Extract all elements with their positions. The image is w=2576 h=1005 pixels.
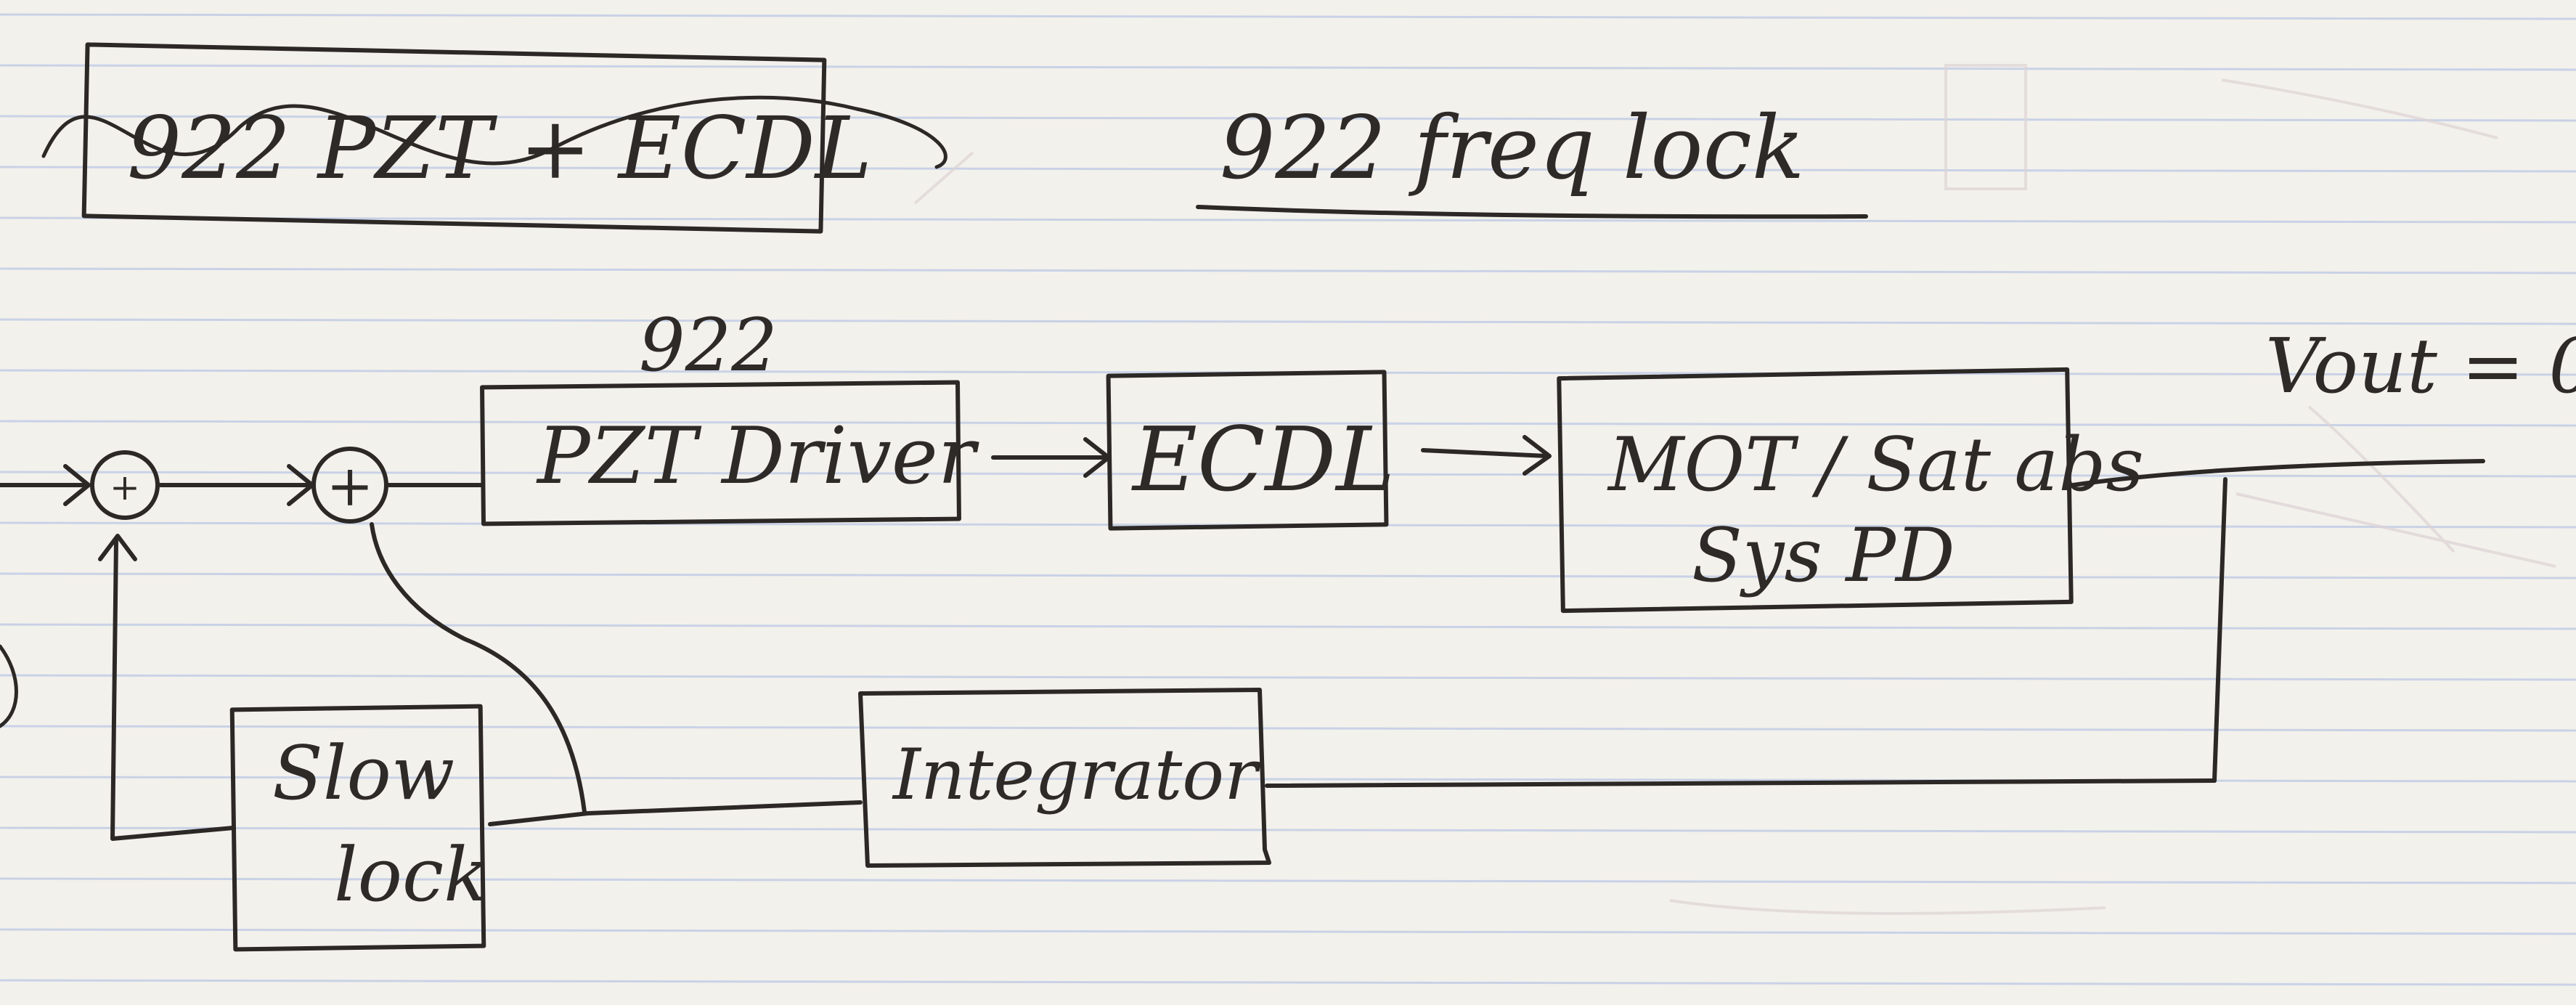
slowlock-to-sum1-arrowhead (98, 534, 137, 561)
ecdl-label: ECDL (1131, 408, 1395, 511)
mot-label-line2: Sys PD (1692, 513, 1955, 599)
pzt-driver-label: PZT Driver (536, 411, 979, 502)
feedback-down-line (2212, 477, 2227, 783)
ruled-line (0, 64, 2576, 71)
ruled-line (0, 166, 2576, 173)
ruled-line (0, 115, 2576, 122)
title-strike-wave (41, 95, 947, 169)
struck-title-text: 922 PZT + ECDL (127, 98, 872, 198)
left-edge-arc (0, 644, 18, 728)
integrator-to-slowlock-line (488, 800, 863, 826)
ruled-line (0, 674, 2576, 681)
integrator-label: Integrator (892, 734, 1261, 815)
feedback-return-line (1265, 778, 2217, 788)
fast-feedback-curve (370, 522, 587, 814)
summing-junction-2-sign: + (326, 454, 373, 519)
ruled-line (0, 216, 2576, 224)
mot-label-line1: MOT / Sat abs (1607, 422, 2144, 508)
summing-junction-1-sign: + (110, 466, 140, 508)
ruled-line (0, 877, 2576, 884)
ruled-line (0, 928, 2576, 935)
diagram-heading: 922 freq lock (1220, 98, 1805, 199)
ecdl-to-mot-line (1421, 448, 1549, 458)
struck-title-box (81, 42, 827, 234)
ruled-lines (0, 13, 2576, 986)
ruled-line (0, 267, 2576, 274)
ecdl-block (1106, 370, 1389, 531)
ruled-line (0, 318, 2576, 325)
pzt-driver-block (480, 380, 961, 526)
ruled-line (0, 572, 2576, 579)
ruled-line (0, 979, 2576, 986)
slow-lock-label-line2: lock (334, 832, 489, 919)
pzt-wavelength-label: 922 (639, 303, 778, 388)
output-condition-label: Vout = 0 (2265, 322, 2576, 410)
ruled-line (0, 826, 2576, 834)
ruled-line (0, 420, 2576, 427)
ecdl-to-mot-arrowhead (1523, 435, 1552, 476)
ruled-line (0, 623, 2576, 630)
ruled-line (0, 725, 2576, 732)
integrator-block (858, 688, 1271, 868)
output-line (2071, 459, 2485, 487)
ruled-line (0, 13, 2576, 20)
input-arrowhead (63, 464, 91, 506)
mot-sat-abs-block (1557, 367, 2074, 614)
slow-lock-label-line1: Slow (272, 731, 455, 817)
slowlock-to-sum1-line (110, 539, 236, 841)
heading-underline (1196, 205, 1868, 219)
